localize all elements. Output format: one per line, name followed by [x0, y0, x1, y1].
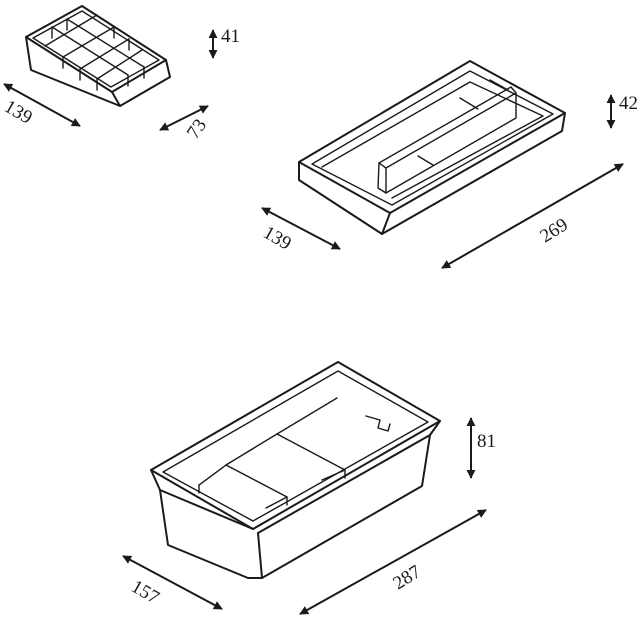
- dimension-arrow-length: [441, 163, 624, 269]
- dimension-label-height: 41: [221, 26, 240, 47]
- dimension-arrow-depth: [159, 105, 209, 131]
- dimension-annotations: 139 73 41 139 269 42 157 287 81: [1, 26, 638, 615]
- deep-drawer-tray: [150, 361, 441, 579]
- dimension-label-width: 139: [260, 222, 295, 254]
- dimension-arrow-width: [261, 207, 341, 250]
- dimension-label-height: 42: [619, 93, 638, 114]
- dimension-label-width: 157: [128, 576, 163, 608]
- dimension-label-length: 269: [537, 214, 572, 247]
- cutlery-tray: [298, 60, 566, 235]
- dimension-label-depth: 73: [183, 115, 211, 143]
- dimension-label-height: 81: [477, 431, 496, 452]
- dimension-label-length: 287: [390, 561, 425, 594]
- dimension-label-width: 139: [1, 96, 36, 128]
- dimension-arrow-width: [122, 555, 223, 610]
- dimension-arrow-length: [299, 509, 487, 615]
- small-organizer-tray: [25, 5, 171, 107]
- dimension-arrow-width: [3, 83, 81, 127]
